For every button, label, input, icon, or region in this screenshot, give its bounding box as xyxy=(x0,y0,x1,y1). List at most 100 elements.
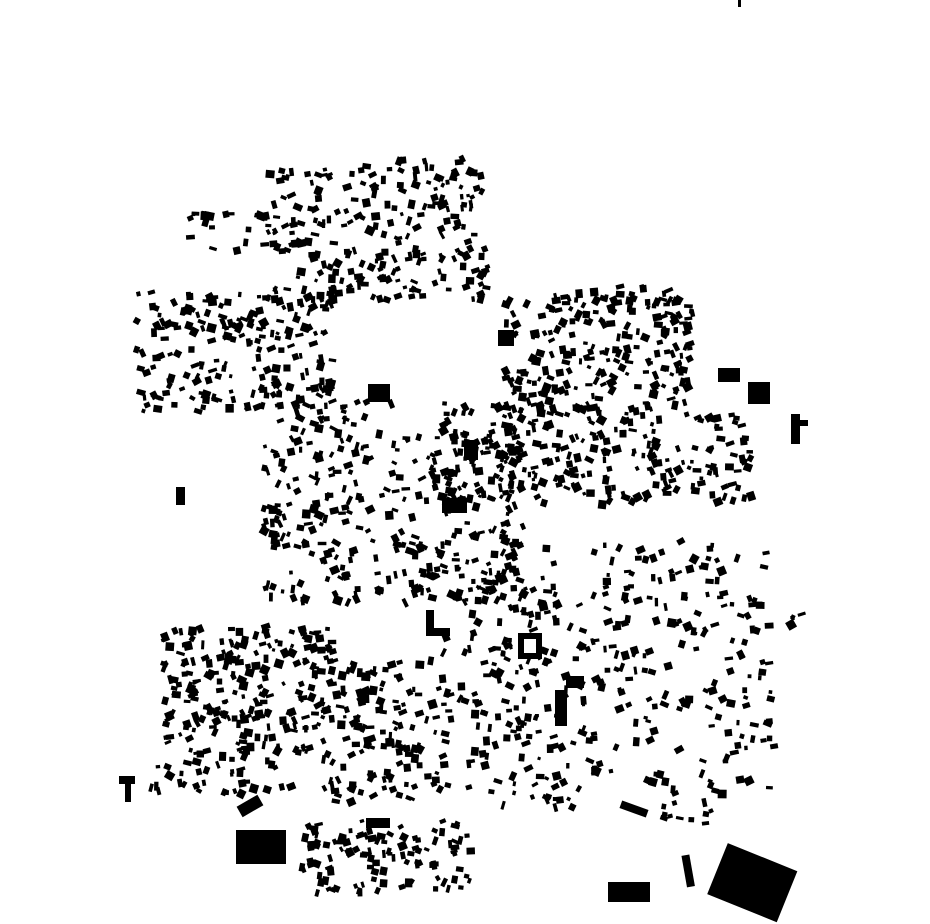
building xyxy=(633,666,638,675)
building xyxy=(451,435,458,445)
building xyxy=(185,670,194,677)
building xyxy=(312,838,322,847)
building xyxy=(682,620,694,633)
building xyxy=(306,308,312,317)
building xyxy=(612,743,620,752)
building xyxy=(691,444,699,452)
building xyxy=(292,659,302,668)
building xyxy=(288,167,295,177)
building xyxy=(556,429,564,438)
building xyxy=(380,175,386,185)
building xyxy=(495,462,504,469)
building xyxy=(209,295,219,300)
building xyxy=(724,656,734,661)
building xyxy=(488,668,500,679)
building xyxy=(511,433,521,441)
building xyxy=(225,212,235,216)
building xyxy=(671,800,678,806)
building xyxy=(496,674,502,684)
building xyxy=(503,427,513,437)
building xyxy=(361,851,371,857)
building xyxy=(590,392,595,400)
building xyxy=(426,610,434,636)
building xyxy=(535,773,545,780)
building xyxy=(314,821,324,827)
building xyxy=(177,731,183,737)
building xyxy=(606,319,616,328)
building xyxy=(460,201,468,208)
building xyxy=(276,519,284,529)
building xyxy=(292,436,303,447)
building xyxy=(427,698,438,710)
building xyxy=(280,194,288,201)
building xyxy=(588,419,596,426)
building xyxy=(353,883,359,890)
building xyxy=(328,776,334,785)
building xyxy=(651,428,656,435)
building xyxy=(379,260,387,269)
building xyxy=(558,777,569,787)
building xyxy=(362,162,372,170)
building xyxy=(466,877,472,884)
building xyxy=(286,343,296,349)
building xyxy=(566,622,574,632)
building xyxy=(269,390,278,399)
building xyxy=(308,550,316,557)
building xyxy=(453,552,460,557)
building xyxy=(302,291,315,303)
building xyxy=(410,533,420,540)
building xyxy=(286,191,297,200)
building xyxy=(163,734,171,741)
building xyxy=(391,720,399,726)
building xyxy=(265,693,275,699)
building xyxy=(525,657,531,665)
building xyxy=(190,656,196,667)
building xyxy=(487,723,493,733)
building xyxy=(579,642,587,650)
building xyxy=(632,596,644,605)
building xyxy=(410,783,419,791)
building xyxy=(324,575,331,583)
building xyxy=(508,488,515,495)
building xyxy=(391,854,396,862)
building xyxy=(553,292,558,299)
building xyxy=(543,796,550,805)
building xyxy=(308,473,317,481)
building xyxy=(567,802,577,812)
building xyxy=(292,314,302,324)
building xyxy=(207,367,218,374)
building xyxy=(427,593,438,602)
building xyxy=(499,528,507,536)
building xyxy=(518,753,525,762)
building xyxy=(343,460,354,470)
building xyxy=(270,448,279,455)
building xyxy=(619,415,627,425)
building xyxy=(414,491,423,500)
building xyxy=(450,532,458,539)
building xyxy=(641,667,649,674)
building xyxy=(371,189,378,199)
building xyxy=(471,232,478,237)
building xyxy=(541,365,550,376)
building xyxy=(260,504,268,513)
building xyxy=(527,471,531,478)
building xyxy=(470,746,479,757)
building xyxy=(381,785,388,791)
building xyxy=(474,485,485,495)
building xyxy=(725,440,735,447)
building xyxy=(332,690,342,700)
building xyxy=(431,279,439,287)
building xyxy=(342,182,353,192)
building xyxy=(478,252,485,261)
building xyxy=(490,525,498,534)
building xyxy=(251,366,257,372)
building xyxy=(379,879,388,888)
building xyxy=(729,637,736,644)
building xyxy=(320,714,326,720)
building xyxy=(708,808,714,814)
building xyxy=(565,366,573,375)
building xyxy=(274,335,281,341)
building xyxy=(366,818,390,828)
building xyxy=(595,759,604,768)
building xyxy=(163,762,172,771)
